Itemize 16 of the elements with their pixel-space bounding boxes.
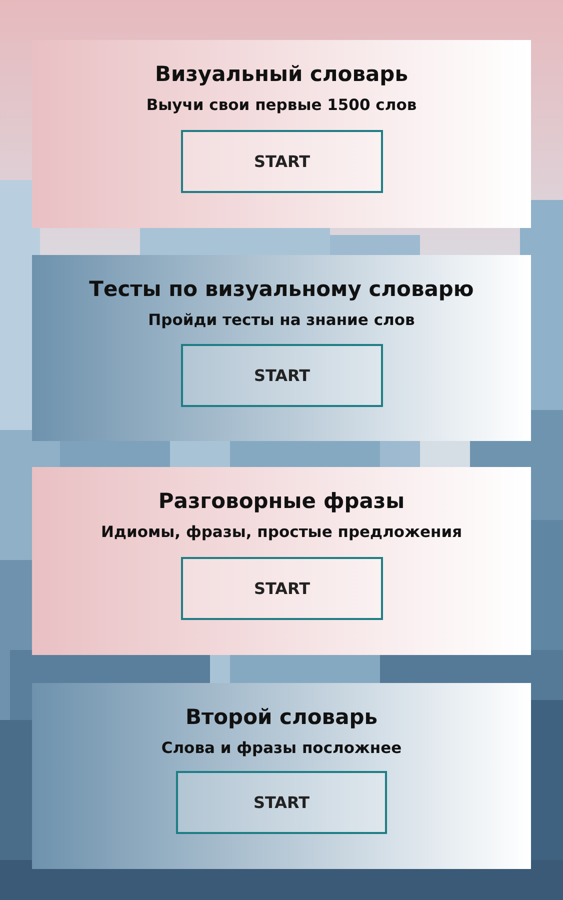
start-button: START [181,557,383,620]
start-button: START [176,771,387,834]
start-button: START [181,130,383,193]
card-subtitle: Пройди тесты на знание слов [147,311,416,329]
menu-card [32,255,531,441]
menu-card [32,467,531,655]
card-subtitle: Выучи свои первые 1500 слов [145,96,418,114]
card-title: Разговорные фразы [157,489,406,513]
start-button: START [181,344,383,407]
card-subtitle: Слова и фразы посложнее [160,739,403,757]
menu-card [32,683,531,869]
card-subtitle: Идиомы, фразы, простые предложения [100,523,464,541]
menu-card [32,40,531,228]
card-title: Тесты по визуальному словарю [88,277,475,301]
card-title: Второй словарь [184,705,379,729]
card-title: Визуальный словарь [154,62,409,86]
